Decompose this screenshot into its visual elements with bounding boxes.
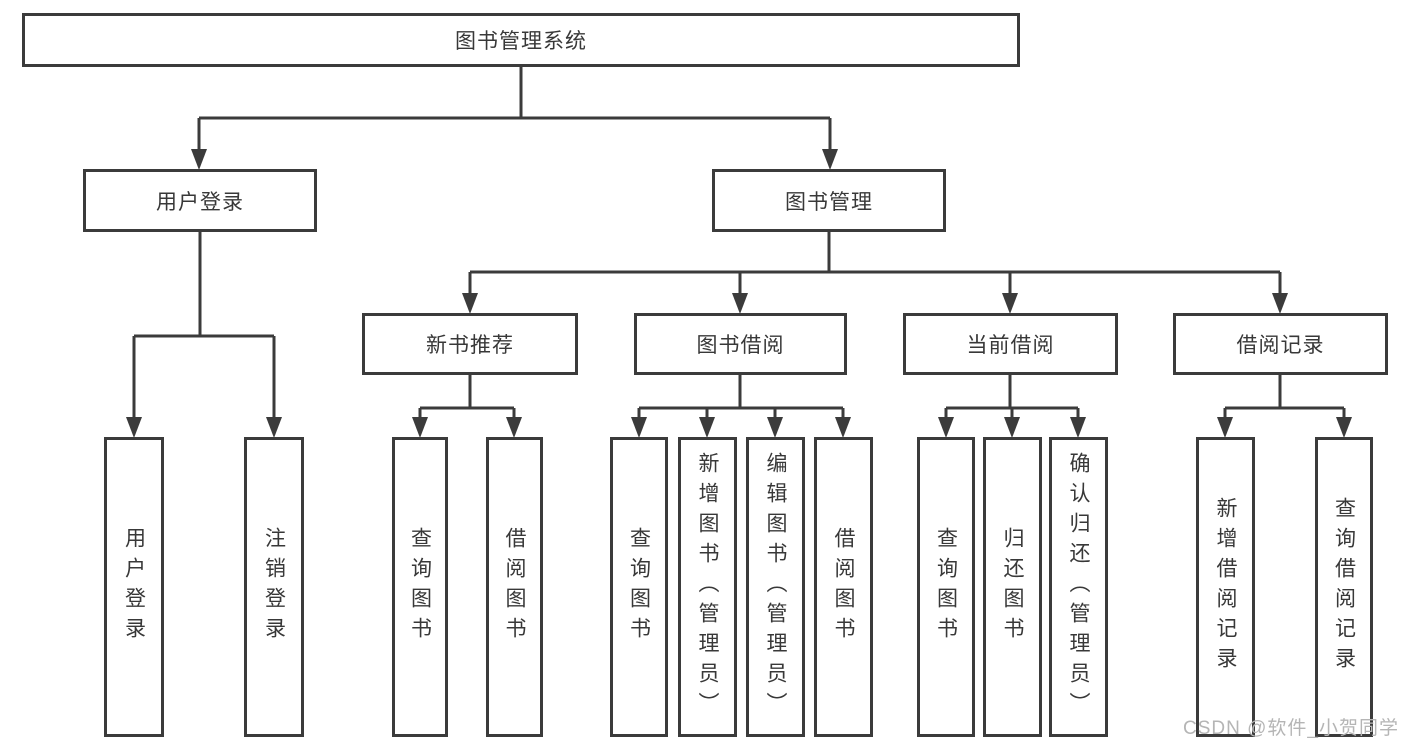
leaf-confirm-return-admin: 确认归还（管理员） <box>1049 437 1108 737</box>
connector-new-book-recommend-to-leaves <box>412 375 522 438</box>
connector-user-login-to-leaves <box>126 232 282 438</box>
leaf-add-borrow-record: 新增借阅记录 <box>1196 437 1255 737</box>
connector-book-borrow-to-leaves <box>631 375 851 438</box>
node-root: 图书管理系统 <box>22 13 1020 67</box>
node-borrow-records: 借阅记录 <box>1173 313 1388 375</box>
leaf-edit-books-admin: 编辑图书（管理员） <box>746 437 805 737</box>
leaf-current-query-books: 查询图书 <box>917 437 975 737</box>
leaf-logout: 注销登录 <box>244 437 304 737</box>
connector-book-management-to-level3 <box>462 232 1288 314</box>
connector-borrow-records-to-leaves <box>1217 375 1352 438</box>
leaf-user-login: 用户登录 <box>104 437 164 737</box>
connector-current-borrow-to-leaves <box>938 375 1086 438</box>
leaf-recommend-query-books: 查询图书 <box>392 437 448 737</box>
node-book-borrow: 图书借阅 <box>634 313 847 375</box>
leaf-borrow-books: 借阅图书 <box>814 437 873 737</box>
leaf-return-books: 归还图书 <box>983 437 1042 737</box>
csdn-watermark: CSDN @软件_小贺同学 <box>1183 718 1399 739</box>
node-user-login: 用户登录 <box>83 169 317 232</box>
leaf-recommend-borrow-books: 借阅图书 <box>486 437 543 737</box>
connector-root-to-level2 <box>191 67 838 170</box>
leaf-query-borrow-record: 查询借阅记录 <box>1315 437 1373 737</box>
node-current-borrow: 当前借阅 <box>903 313 1118 375</box>
leaf-borrow-query-books: 查询图书 <box>610 437 668 737</box>
node-book-management: 图书管理 <box>712 169 946 232</box>
node-new-book-recommend: 新书推荐 <box>362 313 578 375</box>
leaf-add-books-admin: 新增图书（管理员） <box>678 437 737 737</box>
